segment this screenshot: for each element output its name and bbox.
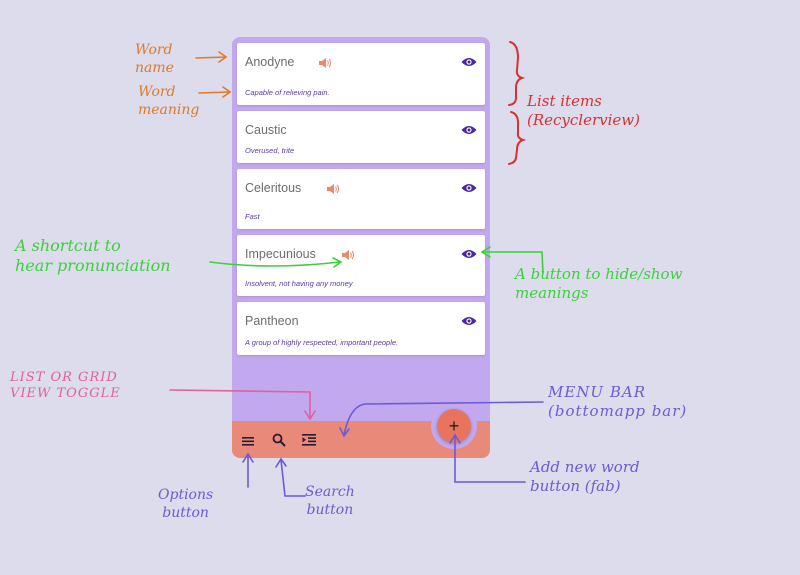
note-list-items: List items (Recyclerview): [527, 92, 640, 129]
menu-icon[interactable]: [240, 433, 256, 449]
note-list-grid: LIST OR GRID VIEW TOGGLE: [10, 370, 121, 402]
speaker-icon[interactable]: [325, 182, 339, 196]
word-name: Pantheon: [245, 314, 299, 328]
search-icon[interactable]: [271, 432, 287, 448]
note-search: Search button: [305, 484, 355, 518]
word-meaning: Insolvent, not having any money: [245, 279, 353, 288]
eye-icon[interactable]: [461, 56, 477, 68]
list-item[interactable]: Celeritous Fast: [237, 169, 485, 229]
eye-icon[interactable]: [461, 315, 477, 327]
phone-screen: Anodyne Capable of relieving pain. Caust…: [232, 37, 490, 458]
eye-icon[interactable]: [461, 124, 477, 136]
word-meaning: Capable of relieving pain.: [245, 88, 330, 97]
note-options: Options button: [158, 487, 214, 521]
note-add-word: Add new word button (fab): [530, 458, 640, 495]
note-hide-show: A button to hide/show meanings: [515, 265, 683, 302]
list-toggle-icon[interactable]: [301, 432, 317, 448]
note-word-name: Word name: [135, 42, 174, 76]
note-word-meaning: Word meaning: [138, 84, 200, 118]
note-menu-bar: MENU BAR (bottomapp bar): [548, 383, 688, 420]
word-meaning: Fast: [245, 212, 260, 221]
speaker-icon[interactable]: [317, 56, 331, 70]
eye-icon[interactable]: [461, 182, 477, 194]
word-name: Anodyne: [245, 55, 295, 69]
speaker-icon[interactable]: [340, 248, 354, 262]
note-shortcut: A shortcut to hear pronunciation: [15, 236, 171, 275]
eye-icon[interactable]: [461, 248, 477, 260]
word-name: Impecunious: [245, 247, 316, 261]
word-name: Celeritous: [245, 181, 302, 195]
word-name: Caustic: [245, 123, 287, 137]
list-item[interactable]: Anodyne Capable of relieving pain.: [237, 43, 485, 105]
list-item[interactable]: Pantheon A group of highly respected, im…: [237, 302, 485, 355]
word-meaning: A group of highly respected, important p…: [245, 338, 399, 347]
word-meaning: Overused, trite: [245, 146, 295, 155]
list-item[interactable]: Caustic Overused, trite: [237, 111, 485, 163]
